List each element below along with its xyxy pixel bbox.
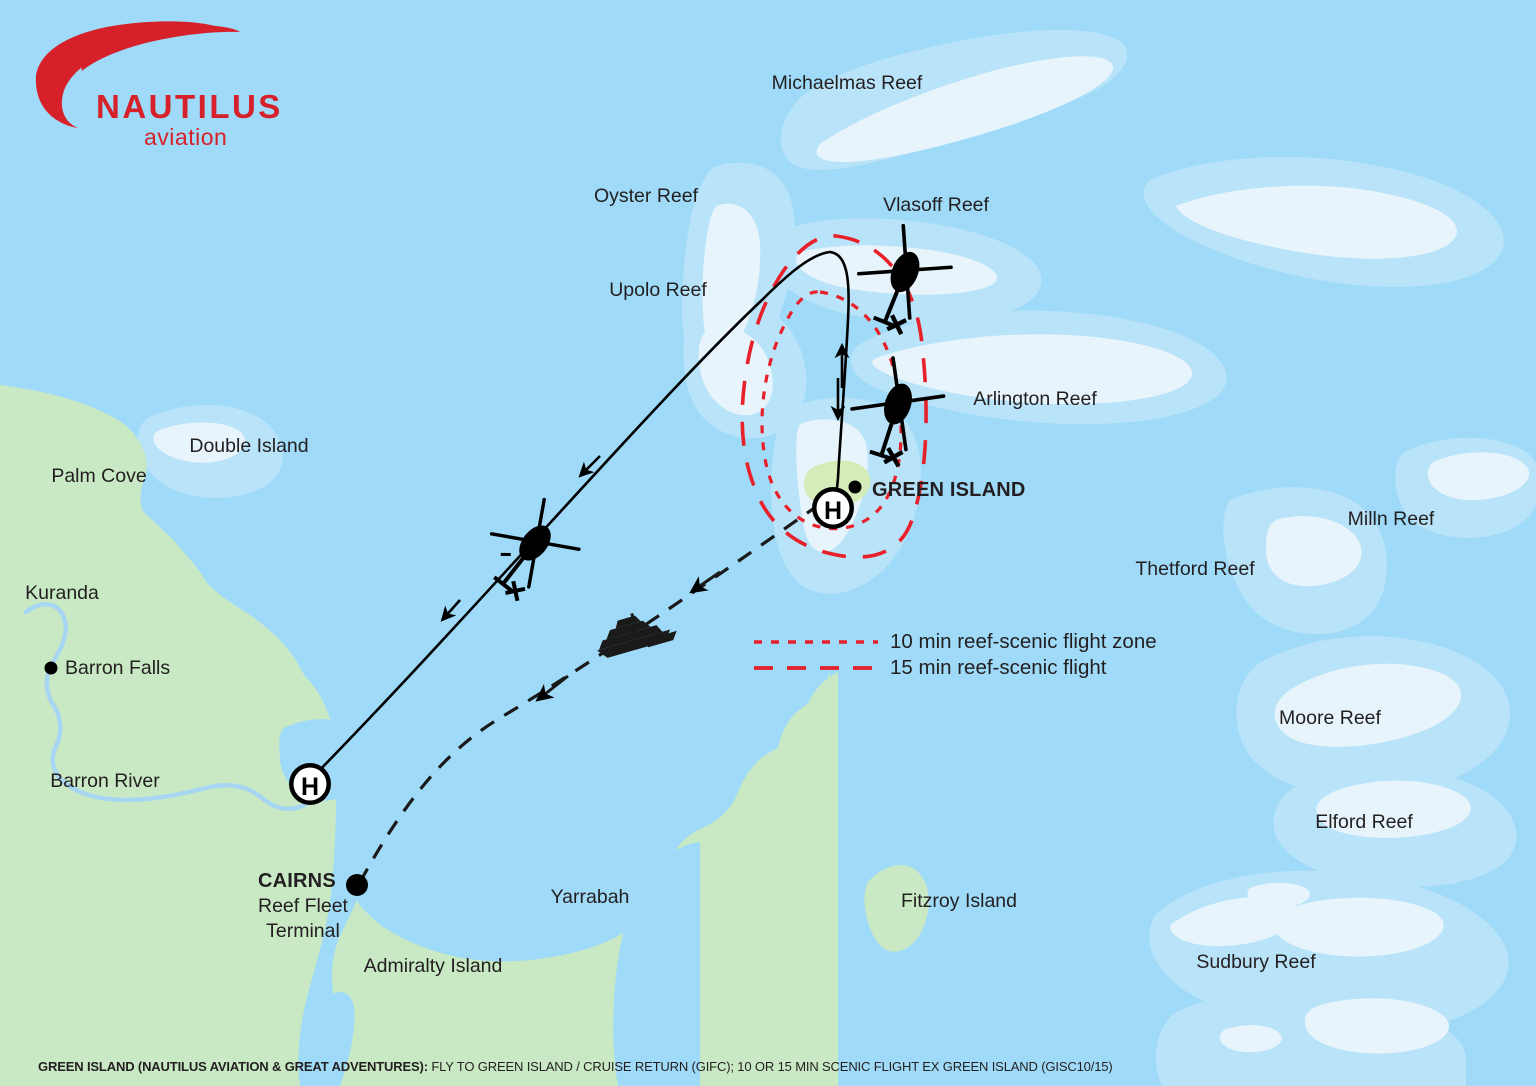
label-moore-reef: Moore Reef — [1279, 707, 1381, 729]
label-milln-reef: Milln Reef — [1347, 508, 1435, 530]
route-direction-arrows — [440, 342, 850, 622]
label-michaelmas-reef: Michaelmas Reef — [771, 72, 923, 94]
dot-cairns-terminal — [346, 874, 368, 896]
label-cairns: CAIRNS Reef Fleet Terminal — [258, 870, 348, 944]
label-palm-cove: Palm Cove — [51, 465, 147, 487]
helicopter-icon-green-island — [850, 356, 946, 468]
nautilus-aviation-logo: NAUTILUS aviation — [18, 18, 298, 149]
legend-swatch-dashed-icon — [752, 656, 880, 680]
label-sudbury-reef: Sudbury Reef — [1196, 951, 1316, 973]
dot-barron-falls — [44, 661, 58, 675]
svg-text:H: H — [824, 497, 842, 525]
label-cairns-title: CAIRNS — [258, 870, 336, 892]
legend-swatch-dotted-icon — [752, 630, 880, 654]
landmass — [0, 385, 929, 1086]
label-oyster-reef: Oyster Reef — [593, 185, 699, 207]
logo-tagline: aviation — [144, 124, 228, 150]
legend-label-10min: 10 min reef-scenic flight zone — [890, 630, 1157, 653]
label-admiralty-island: Admiralty Island — [363, 955, 503, 977]
caption-rest: FLY TO GREEN ISLAND / CRUISE RETURN (GIF… — [427, 1059, 1113, 1074]
logo-swoosh-icon — [35, 21, 240, 129]
label-cairns-sub2: Terminal — [266, 919, 340, 942]
dot-green-island — [848, 480, 862, 494]
label-fitzroy-island: Fitzroy Island — [901, 890, 1017, 912]
helicopter-icon-route — [489, 497, 581, 602]
boat-icon — [597, 613, 677, 658]
cruise-direction-arrows — [535, 570, 721, 702]
caption-bold: GREEN ISLAND (NAUTILUS AVIATION & GREAT … — [38, 1059, 428, 1074]
label-elford-reef: Elford Reef — [1315, 811, 1413, 833]
label-thetford-reef: Thetford Reef — [1135, 558, 1255, 580]
legend-label-15min: 15 min reef-scenic flight — [890, 656, 1107, 679]
label-vlasoff-reef: Vlasoff Reef — [883, 194, 989, 216]
label-green-island: GREEN ISLAND — [872, 479, 1026, 501]
label-kuranda: Kuranda — [25, 582, 99, 604]
caption-bar: GREEN ISLAND (NAUTILUS AVIATION & GREAT … — [38, 1059, 1113, 1074]
legend-item-15min: 15 min reef-scenic flight — [752, 656, 1152, 680]
label-barron-river: Barron River — [50, 770, 160, 792]
logo-wordmark: NAUTILUS — [96, 88, 283, 125]
heliport-marker-green-island: H — [812, 487, 854, 529]
label-yarrabah: Yarrabah — [550, 886, 630, 908]
svg-text:H: H — [301, 773, 319, 801]
label-upolo-reef: Upolo Reef — [609, 279, 707, 301]
barron-river-line — [23, 602, 337, 811]
legend-item-10min: 10 min reef-scenic flight zone — [752, 630, 1157, 654]
label-cairns-sub1: Reef Fleet — [258, 894, 348, 917]
helicopter-icon-north — [856, 223, 953, 336]
label-arlington-reef: Arlington Reef — [973, 388, 1097, 410]
label-double-island: Double Island — [189, 435, 309, 457]
label-barron-falls: Barron Falls — [65, 657, 171, 679]
heliport-marker-cairns: H — [289, 763, 331, 805]
legend: 10 min reef-scenic flight zone 15 min re… — [752, 630, 1157, 682]
cruise-route — [358, 502, 821, 883]
